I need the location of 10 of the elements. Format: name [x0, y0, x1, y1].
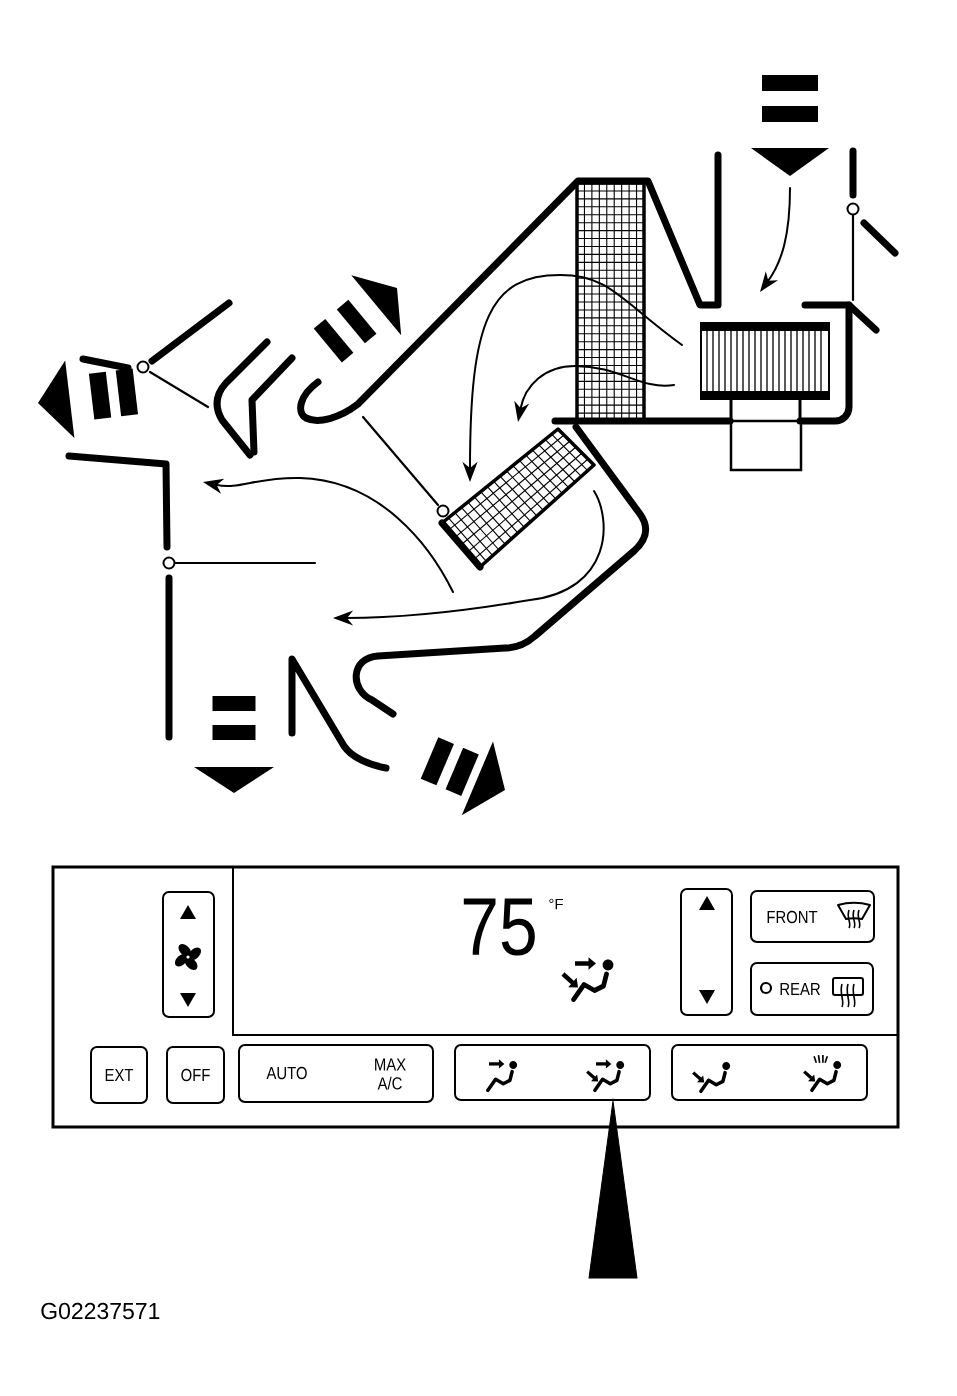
- pointer-arrow: [588, 1100, 638, 1279]
- front-defrost-button: FRONT: [750, 890, 875, 943]
- temperature-readout: 75: [463, 898, 535, 956]
- rear-defrost-button: REAR: [750, 962, 874, 1016]
- auto-max-ac-button: AUTO MAX A/C: [238, 1044, 434, 1103]
- ext-button: EXT: [90, 1046, 148, 1104]
- unit-label: °F: [549, 898, 563, 910]
- figure-number: G02237571: [41, 1302, 160, 1320]
- control-panel: [51, 865, 900, 1129]
- off-button: OFF: [166, 1046, 225, 1104]
